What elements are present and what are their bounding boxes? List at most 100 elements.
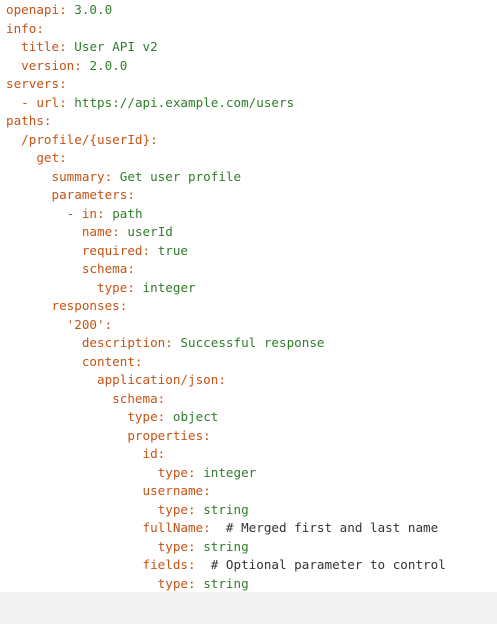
editor-bottom-band — [0, 592, 497, 624]
yaml-key: type — [157, 464, 188, 480]
key-colon: : — [218, 372, 226, 387]
yaml-key: type — [157, 575, 188, 591]
code-line[interactable]: type: integer — [6, 279, 446, 298]
code-line[interactable]: get: — [6, 149, 446, 168]
code-line[interactable]: username: — [6, 482, 446, 501]
code-line[interactable]: type: string — [6, 538, 446, 557]
key-colon: : — [59, 39, 67, 54]
code-line[interactable]: schema: — [6, 260, 446, 279]
yaml-value: userId — [127, 224, 173, 239]
key-colon: : — [165, 335, 173, 350]
yaml-key: fields — [142, 557, 188, 572]
key-colon: : — [203, 520, 211, 535]
line-indent — [6, 408, 127, 427]
code-line[interactable]: id: — [6, 445, 446, 464]
line-indent — [6, 334, 82, 353]
key-colon: : — [142, 242, 151, 258]
yaml-comment: # Optional parameter to control — [210, 557, 446, 572]
line-indent — [6, 353, 82, 372]
yaml-key: properties — [127, 427, 204, 443]
code-line[interactable]: summary: Get user profile — [6, 168, 446, 187]
key-colon: : — [97, 205, 105, 221]
yaml-key: fullName — [142, 520, 204, 535]
yaml-key: '200' — [66, 316, 105, 332]
code-line[interactable]: version: 2.0.0 — [6, 57, 446, 76]
yaml-key: openapi — [6, 2, 60, 17]
yaml-key: description — [81, 335, 166, 350]
yaml-value: string — [203, 575, 249, 591]
key-colon: : — [188, 538, 196, 554]
code-line[interactable]: - url: https://api.example.com/users — [6, 94, 446, 113]
line-indent — [6, 279, 97, 298]
key-colon: : — [157, 446, 166, 461]
line-indent — [6, 131, 21, 150]
code-line[interactable]: fields: # Optional parameter to control — [6, 556, 446, 575]
code-line[interactable]: type: object — [6, 408, 446, 427]
yaml-value: object — [172, 409, 219, 424]
list-dash: - — [21, 94, 37, 110]
line-indent — [6, 297, 52, 316]
code-line[interactable]: openapi: 3.0.0 — [6, 1, 446, 20]
yaml-key: type — [157, 538, 188, 554]
code-line[interactable]: parameters: — [6, 186, 446, 205]
code-line[interactable]: name: userId — [6, 223, 446, 242]
key-colon: : — [188, 464, 196, 480]
key-colon: : — [188, 501, 196, 517]
code-line[interactable]: - in: path — [6, 205, 446, 224]
code-line[interactable]: content: — [6, 353, 446, 372]
yaml-key: /profile/{userId} — [21, 131, 151, 147]
line-indent — [6, 538, 158, 557]
yaml-key: servers — [6, 76, 60, 91]
line-indent — [6, 501, 158, 520]
code-line[interactable]: application/json: — [6, 371, 446, 390]
code-line[interactable]: type: string — [6, 575, 446, 594]
line-indent — [6, 427, 127, 446]
yaml-key: summary — [51, 168, 105, 184]
yaml-key: username — [142, 483, 204, 498]
code-line[interactable]: type: string — [6, 501, 446, 520]
line-indent — [6, 168, 52, 187]
key-colon: : — [134, 353, 143, 369]
key-colon: : — [203, 427, 211, 443]
yaml-value: integer — [203, 464, 257, 480]
code-line[interactable]: title: User API v2 — [6, 38, 446, 57]
code-line[interactable]: schema: — [6, 390, 446, 409]
key-colon: : — [74, 57, 82, 73]
yaml-value: Successful response — [180, 335, 325, 350]
yaml-key: application/json — [97, 372, 219, 387]
yaml-value: 3.0.0 — [74, 2, 113, 17]
code-line[interactable]: fullName: # Merged first and last name — [6, 519, 446, 538]
code-line[interactable]: servers: — [6, 75, 446, 94]
code-line[interactable]: description: Successful response — [6, 334, 446, 353]
yaml-value: 2.0.0 — [89, 57, 128, 73]
line-indent — [6, 390, 112, 409]
code-line[interactable]: type: integer — [6, 464, 446, 483]
yaml-value: https://api.example.com/users — [74, 94, 295, 110]
key-colon: : — [150, 131, 158, 147]
code-line[interactable]: properties: — [6, 427, 446, 446]
yaml-key: type — [157, 501, 188, 517]
code-line[interactable]: info: — [6, 20, 446, 39]
key-colon: : — [203, 483, 211, 498]
key-colon: : — [36, 20, 44, 36]
key-colon: : — [104, 316, 113, 332]
key-colon: : — [59, 94, 67, 110]
code-line[interactable]: responses: — [6, 297, 446, 316]
yaml-key: schema — [81, 261, 128, 276]
line-indent — [6, 464, 158, 483]
line-indent — [6, 149, 36, 168]
key-colon: : — [127, 187, 135, 202]
code-line[interactable]: required: true — [6, 242, 446, 261]
code-line[interactable]: '200': — [6, 316, 446, 335]
yaml-value: integer — [142, 279, 196, 295]
key-colon: : — [43, 113, 52, 128]
line-indent — [6, 242, 82, 261]
yaml-key: version — [21, 57, 75, 73]
line-indent — [6, 371, 97, 390]
code-line[interactable]: /profile/{userId}: — [6, 131, 446, 150]
line-indent — [6, 556, 142, 575]
key-colon: : — [188, 575, 196, 591]
code-line[interactable]: paths: — [6, 112, 446, 131]
